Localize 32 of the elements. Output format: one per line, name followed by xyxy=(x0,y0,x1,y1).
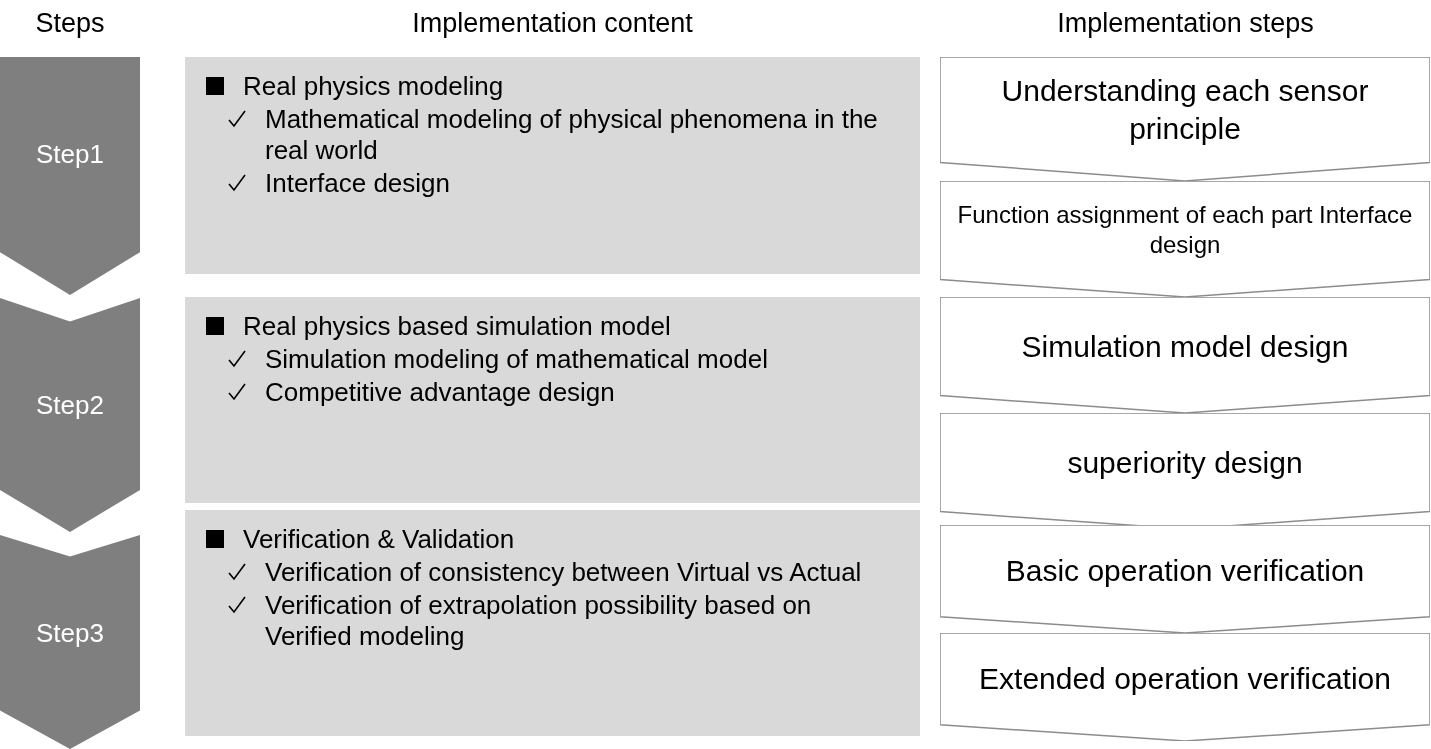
content-panel xyxy=(185,57,920,274)
pentagon-step-box xyxy=(940,297,1430,413)
column-header: Steps xyxy=(35,8,105,38)
step-text: superiority design xyxy=(1067,444,1303,481)
step-text: Simulation model design xyxy=(1021,328,1349,365)
step-text: Extended operation verification xyxy=(979,661,1391,698)
content-panel xyxy=(185,297,920,503)
column-header: Implementation steps xyxy=(1057,8,1314,38)
step-label: Step1 xyxy=(36,139,104,171)
checklist-item: Interface design xyxy=(265,168,450,199)
step-pentagon xyxy=(0,298,140,532)
section-heading: Real physics modeling xyxy=(243,71,504,102)
checklist-item: Simulation modeling of mathematical model xyxy=(265,344,768,375)
step-label: Step2 xyxy=(36,390,104,422)
column-header: Implementation content xyxy=(412,8,693,38)
step-text: Understanding each sensor principle xyxy=(1000,73,1370,147)
step-text: Basic operation verification xyxy=(1005,553,1365,590)
step-label: Step3 xyxy=(36,617,104,649)
step-pentagon xyxy=(0,535,140,749)
checklist-item: Mathematical modeling of physical phenomena in the real world xyxy=(265,104,879,166)
section-heading: Real physics based simulation model xyxy=(243,311,671,342)
pentagon-step-box xyxy=(940,181,1430,297)
checklist-item: Verification of extrapolation possibility based on Verified modeling xyxy=(265,590,813,652)
pentagon-step-box xyxy=(940,525,1430,633)
pentagon-step-box xyxy=(940,633,1430,741)
checklist-item: Competitive advantage design xyxy=(265,377,615,408)
checklist-item: Verification of consistency between Virtual vs Actual xyxy=(265,557,862,588)
step-text: Function assignment of each part Interface design xyxy=(956,200,1414,261)
pentagon-step-box xyxy=(940,57,1430,181)
step-pentagon xyxy=(0,57,140,295)
content-panel xyxy=(185,510,920,736)
section-heading: Verification & Validation xyxy=(243,524,515,555)
